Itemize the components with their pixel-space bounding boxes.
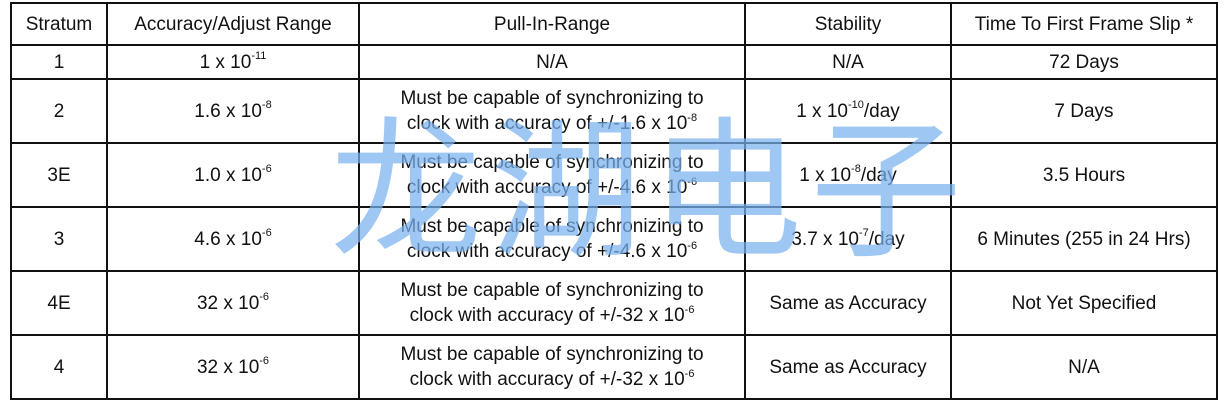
stratum-cell: 3E	[10, 142, 108, 208]
pull-in-exponent: -8	[687, 111, 698, 124]
pull-in-line1: Must be capable of synchronizing to	[400, 216, 704, 237]
table-row: 4E 32 x 10-6 Must be capable of synchron…	[10, 270, 1218, 336]
stability-base: Same as Accuracy	[769, 292, 927, 314]
accuracy-base: 4.6 x 10	[194, 228, 262, 250]
stratum-cell: 4	[10, 334, 108, 400]
accuracy-cell: 32 x 10-6	[106, 270, 360, 336]
accuracy-cell: 1.6 x 10-8	[106, 78, 360, 144]
stability-base: 1 x 10	[796, 100, 848, 122]
stability-base: 3.7 x 10	[791, 228, 859, 250]
stratum-table: Stratum Accuracy/Adjust Range Pull-In-Ra…	[10, 2, 1218, 400]
pull-in-line1: Must be capable of synchronizing to	[400, 152, 704, 173]
accuracy-exponent: -6	[259, 355, 270, 368]
table-header-row: Stratum Accuracy/Adjust Range Pull-In-Ra…	[10, 2, 1218, 46]
header-pull-in-range: Pull-In-Range	[358, 2, 746, 46]
stratum-cell: 1	[10, 44, 108, 80]
slip-cell: 6 Minutes (255 in 24 Hrs)	[950, 206, 1218, 272]
stratum-table-container: Stratum Accuracy/Adjust Range Pull-In-Ra…	[10, 2, 1218, 400]
header-accuracy: Accuracy/Adjust Range	[106, 2, 360, 46]
pull-in-line2-base: clock with accuracy of +/-4.6 x 10	[406, 177, 688, 198]
pull-in-line1: Must be capable of synchronizing to	[400, 88, 704, 109]
pull-in-exponent: -6	[687, 175, 698, 188]
accuracy-exponent: -8	[261, 99, 272, 112]
accuracy-base: 32 x 10	[196, 356, 260, 378]
header-stratum: Stratum	[10, 2, 108, 46]
stratum-cell: 4E	[10, 270, 108, 336]
table-row: 3 4.6 x 10-6 Must be capable of synchron…	[10, 206, 1218, 272]
accuracy-cell: 4.6 x 10-6	[106, 206, 360, 272]
stability-exponent: -7	[858, 227, 869, 240]
pull-in-line2-base: clock with accuracy of +/-32 x 10	[409, 369, 685, 390]
stability-cell: 1 x 10-8/day	[744, 142, 952, 208]
stratum-cell: 3	[10, 206, 108, 272]
stability-base: 1 x 10	[799, 164, 852, 186]
accuracy-cell: 1 x 10-11	[106, 44, 360, 80]
stability-cell: Same as Accuracy	[744, 334, 952, 400]
table-row: 1 1 x 10-11 N/A N/A 72 Days	[10, 44, 1218, 80]
accuracy-base: 1.6 x 10	[194, 100, 262, 122]
stability-cell: N/A	[744, 44, 952, 80]
pull-in-line1: Must be capable of synchronizing to	[400, 280, 704, 301]
pull-in-line2-base: clock with accuracy of +/-32 x 10	[409, 305, 685, 326]
slip-cell: 3.5 Hours	[950, 142, 1218, 208]
accuracy-cell: 1.0 x 10-6	[106, 142, 360, 208]
accuracy-exponent: -11	[251, 50, 267, 63]
pull-in-line2-base: clock with accuracy of +/-1.6 x 10	[406, 113, 688, 134]
stability-suffix: /day	[868, 228, 905, 250]
slip-cell: 7 Days	[950, 78, 1218, 144]
accuracy-exponent: -6	[261, 163, 272, 176]
stability-base: N/A	[832, 51, 864, 73]
accuracy-base: 1 x 10	[199, 51, 252, 73]
accuracy-base: 32 x 10	[196, 292, 260, 314]
stability-cell: 1 x 10-10/day	[744, 78, 952, 144]
stability-base: Same as Accuracy	[769, 356, 927, 378]
header-frame-slip: Time To First Frame Slip *	[950, 2, 1218, 46]
header-stability: Stability	[744, 2, 952, 46]
pull-in-line2: clock with accuracy of +/-32 x 10-6	[364, 367, 740, 392]
pull-in-cell: N/A	[358, 44, 746, 80]
accuracy-exponent: -6	[259, 291, 270, 304]
pull-in-line2: clock with accuracy of +/-4.6 x 10-6	[364, 175, 740, 200]
pull-in-line1: N/A	[536, 51, 568, 73]
slip-cell: 72 Days	[950, 44, 1218, 80]
pull-in-line2: clock with accuracy of +/-1.6 x 10-8	[364, 111, 740, 136]
stability-exponent: -8	[851, 163, 861, 176]
stability-exponent: -10	[847, 99, 864, 112]
stability-cell: Same as Accuracy	[744, 270, 952, 336]
accuracy-exponent: -6	[261, 227, 272, 240]
table-row: 2 1.6 x 10-8 Must be capable of synchron…	[10, 78, 1218, 144]
stratum-cell: 2	[10, 78, 108, 144]
slip-cell: N/A	[950, 334, 1218, 400]
stability-cell: 3.7 x 10-7/day	[744, 206, 952, 272]
pull-in-exponent: -6	[687, 239, 698, 252]
stability-suffix: /day	[860, 164, 897, 186]
pull-in-line2: clock with accuracy of +/-32 x 10-6	[364, 303, 740, 328]
table-row: 4 32 x 10-6 Must be capable of synchroni…	[10, 334, 1218, 400]
pull-in-exponent: -6	[684, 303, 695, 316]
pull-in-line2-base: clock with accuracy of +/-4.6 x 10	[406, 241, 688, 262]
accuracy-base: 1.0 x 10	[194, 164, 262, 186]
pull-in-line2: clock with accuracy of +/-4.6 x 10-6	[364, 239, 740, 264]
stability-suffix: /day	[863, 100, 900, 122]
pull-in-line1: Must be capable of synchronizing to	[400, 344, 704, 365]
accuracy-cell: 32 x 10-6	[106, 334, 360, 400]
table-row: 3E 1.0 x 10-6 Must be capable of synchro…	[10, 142, 1218, 208]
slip-cell: Not Yet Specified	[950, 270, 1218, 336]
pull-in-exponent: -6	[684, 367, 695, 380]
